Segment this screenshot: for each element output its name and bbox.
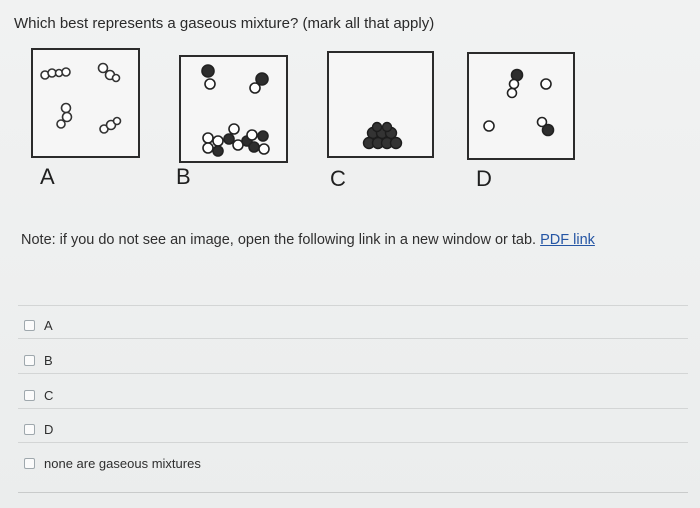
figure-label-a: A bbox=[40, 164, 55, 189]
option-b[interactable]: B bbox=[24, 353, 53, 368]
figure-box-b bbox=[179, 55, 288, 163]
option-a-checkbox[interactable] bbox=[24, 320, 35, 331]
option-d-checkbox[interactable] bbox=[24, 424, 35, 435]
option-c-checkbox[interactable] bbox=[24, 390, 35, 401]
divider bbox=[18, 338, 688, 339]
option-none-checkbox[interactable] bbox=[24, 458, 35, 469]
option-a-label: A bbox=[44, 318, 53, 333]
option-d-label: D bbox=[44, 422, 54, 437]
figure-box-c bbox=[327, 51, 434, 158]
option-b-label: B bbox=[44, 353, 53, 368]
option-d[interactable]: D bbox=[24, 422, 53, 437]
option-none-label: none are gaseous mixtures bbox=[44, 456, 201, 471]
option-a[interactable]: A bbox=[24, 318, 53, 333]
molecule-diagram-b bbox=[201, 64, 270, 157]
note-message: Note: if you do not see an image, open t… bbox=[21, 232, 537, 248]
option-b-checkbox[interactable] bbox=[24, 355, 35, 366]
option-none[interactable]: none are gaseous mixtures bbox=[24, 456, 201, 471]
figure-label-c: C bbox=[330, 166, 346, 191]
note-text: Note: if you do not see an image, open t… bbox=[21, 232, 595, 248]
divider bbox=[18, 305, 688, 306]
divider bbox=[18, 373, 688, 374]
option-c[interactable]: C bbox=[24, 388, 53, 403]
divider bbox=[18, 492, 688, 493]
question-text: Which best represents a gaseous mixture?… bbox=[14, 15, 435, 32]
figure-box-a bbox=[31, 48, 140, 158]
pdf-link[interactable]: PDF link bbox=[540, 232, 595, 248]
divider bbox=[18, 408, 688, 409]
molecule-diagram-c bbox=[362, 121, 403, 150]
figure-label-b: B bbox=[176, 164, 191, 189]
molecule-diagram-a bbox=[40, 62, 122, 134]
option-c-label: C bbox=[44, 388, 54, 403]
figure-box-d bbox=[467, 52, 575, 160]
divider bbox=[18, 442, 688, 443]
figure-label-d: D bbox=[476, 166, 492, 191]
molecule-diagram-d bbox=[483, 68, 555, 137]
